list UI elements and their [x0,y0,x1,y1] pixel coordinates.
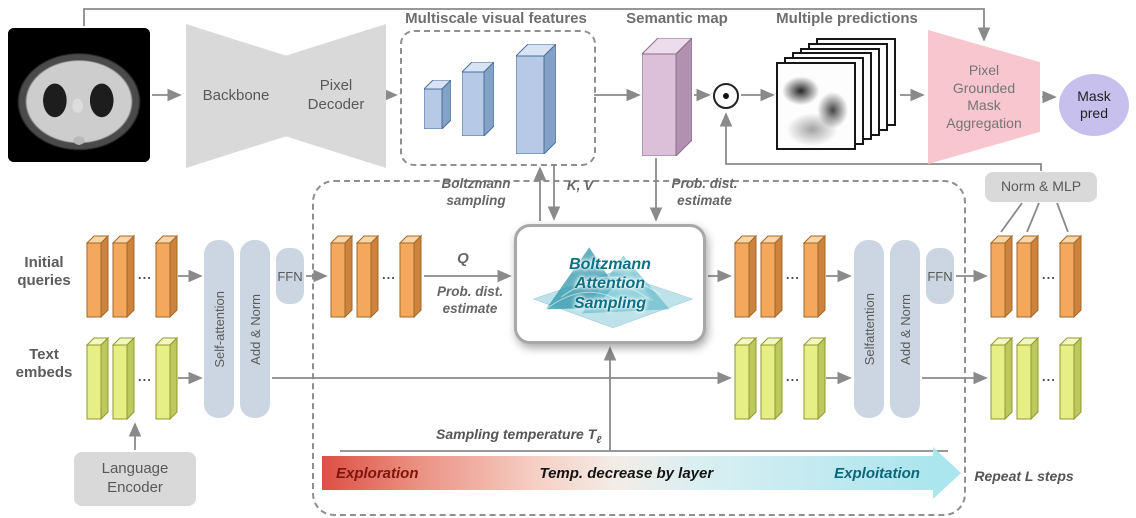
token-bar [1016,337,1039,420]
text-embeds-label: Text embeds [15,346,73,381]
initial-query-tokens: ... [86,234,178,318]
ffn-left-block: FFN [276,248,304,304]
boltzmann-attention-sampling-module: Boltzmann Attention Sampling [514,224,706,344]
ffn-left-label: FFN [277,268,303,284]
temperature-label-text: Sampling temperature T [436,426,597,442]
token-bar [112,337,135,420]
token-bar [399,235,422,318]
temperature-label-subscript: ℓ [596,434,602,446]
pixel-decoder-label: Pixel Decoder [307,77,365,113]
decoder-loop-box [312,180,966,516]
q-label: Q [457,250,469,267]
norm-mlp-label: Norm & MLP [1000,178,1082,195]
boltzmann-sampling-label: Boltzmann sampling [441,176,511,208]
ellipsis: ... [382,266,396,282]
prob-dist-query-label: Prob. dist. estimate [436,284,503,316]
token-bar [1059,337,1082,420]
self-attention-right-label: Selfattention [861,292,877,366]
token-bar [86,235,109,318]
token-bar [155,235,178,318]
ellipsis: ... [786,266,800,282]
text-embed-tokens: ... [86,336,178,420]
multiple-predictions-label: Multiple predictions [776,10,918,27]
sampling-temperature-label: Sampling temperature Tℓ [436,426,636,447]
ct-scan-input-image [8,28,150,162]
query-tokens-output: ... [990,234,1082,318]
ellipsis: ... [1042,368,1056,384]
query-tokens-pre-sampling: ... [330,234,422,318]
add-norm-left-block: Add & Norm [240,240,270,418]
temp-decrease-label: Temp. decrease by layer [539,464,714,482]
mask-pred-label: Mask pred [1077,88,1111,121]
ffn-right-label: FFN [927,268,953,284]
text-tokens-post-sampling: ... [734,336,826,420]
multiscale-features-box [400,30,596,166]
token-bar [1016,235,1039,318]
ellipsis: ... [138,368,152,384]
text-tokens-output: ... [990,336,1082,420]
token-bar [803,337,826,420]
multiscale-features-label: Multiscale visual features [405,10,587,27]
initial-queries-label: Initial queries [17,254,71,289]
norm-mlp-block: Norm & MLP [985,172,1097,202]
token-bar [760,235,783,318]
language-encoder-block: Language Encoder [74,452,196,506]
token-bar [760,337,783,420]
multiple-predictions-stack [776,38,898,152]
prediction-map [776,62,856,150]
token-bar [1059,235,1082,318]
token-bar [803,235,826,318]
token-bar [356,235,379,318]
elementwise-product-icon [713,83,739,109]
ellipsis: ... [138,266,152,282]
ellipsis: ... [1042,266,1056,282]
token-bar [990,235,1013,318]
temperature-arrowhead-icon [933,447,961,499]
mask-aggregation-label: Pixel Grounded Mask Aggregation [946,62,1022,131]
semantic-map-slab [642,38,692,156]
add-norm-left-label: Add & Norm [247,293,263,365]
exploration-label: Exploration [336,464,419,482]
token-bar [330,235,353,318]
semantic-map-label: Semantic map [626,10,728,27]
ellipsis: ... [786,368,800,384]
mask-pred-output: Mask pred [1059,74,1129,136]
token-bar [990,337,1013,420]
token-bar [734,235,757,318]
exploitation-label: Exploitation [834,464,920,482]
repeat-steps-label: Repeat L steps [974,468,1074,484]
kv-label: K, V [566,178,594,193]
token-bar [112,235,135,318]
boltzmann-module-label: Boltzmann Attention Sampling [569,256,651,312]
self-attention-left-label: Self-attention [211,290,227,368]
temperature-gradient-arrow: Exploration Temp. decrease by layer Expl… [322,456,934,490]
feature-slab-medium [462,62,494,136]
token-bar [155,337,178,420]
token-bar [734,337,757,420]
backbone-label: Backbone [202,86,270,104]
feature-slab-small [424,80,451,129]
prob-dist-semantic-label: Prob. dist. estimate [671,176,738,208]
ffn-right-block: FFN [926,248,954,304]
add-norm-right-block: Add & Norm [890,240,920,418]
feature-slab-large [516,44,556,154]
add-norm-right-label: Add & Norm [897,293,913,365]
self-attention-right-block: Selfattention [854,240,884,418]
language-encoder-label: Language Encoder [101,460,169,496]
ct-scan-graphic [8,28,150,162]
self-attention-left-block: Self-attention [204,240,234,418]
token-bar [86,337,109,420]
query-tokens-post-sampling: ... [734,234,826,318]
boltzmann-surface-graphic [532,247,694,329]
